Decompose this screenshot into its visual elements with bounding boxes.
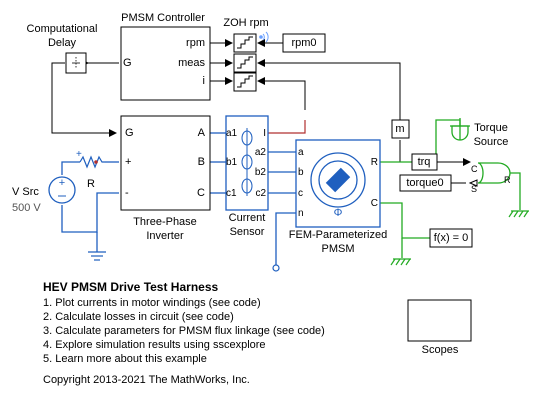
current-sensor-icons	[241, 128, 253, 196]
vsrc-value: 500 V	[12, 202, 41, 214]
motor-icon	[310, 152, 366, 208]
svg-text:+: +	[59, 177, 65, 189]
neutral-port-icon	[272, 264, 280, 272]
torque-source-title-2: Source	[473, 136, 509, 148]
m-from-tag[interactable]	[391, 119, 410, 139]
resistor[interactable]: +	[76, 149, 105, 169]
harness-title: HEV PMSM Drive Test Harness	[43, 280, 219, 294]
pmsm-port-r: R	[370, 157, 378, 168]
pmsm-controller-block[interactable]	[120, 26, 211, 101]
torque-port-r: R	[504, 175, 511, 185]
inverter-port-minus: -	[125, 187, 129, 199]
sensor-port-i: I	[263, 128, 266, 139]
svg-text:+: +	[76, 149, 82, 160]
harness-link-1[interactable]: 1. Plot currents in motor windings (see …	[43, 297, 261, 309]
torque-port-s: S	[471, 184, 478, 194]
controller-port-meas: meas	[178, 57, 205, 69]
vsrc-name: V Src	[12, 186, 39, 198]
sensor-port-c2: c2	[255, 188, 266, 199]
harness-link-2[interactable]: 2. Calculate losses in circuit (see code…	[43, 311, 234, 323]
delay-title-1: Computational	[26, 23, 98, 35]
controller-port-g: G	[123, 57, 132, 69]
sensor-port-b2: b2	[254, 167, 266, 178]
solver-config-label: f(x) = 0	[433, 232, 469, 244]
solver-config-block[interactable]	[429, 228, 473, 248]
inverter-port-c: C	[197, 187, 205, 199]
pmsm-port-b: b	[298, 167, 304, 178]
resistor-label: R	[87, 178, 95, 190]
sensor-port-a1: a1	[226, 128, 238, 139]
mech-reference-top	[450, 118, 470, 141]
torque0-tag[interactable]	[399, 174, 452, 192]
sensor-current-line	[268, 120, 306, 134]
controller-port-rpm: rpm	[186, 37, 205, 49]
harness-link-4[interactable]: 4. Explore simulation results using ssce…	[43, 339, 266, 351]
sensor-title-1: Current	[228, 212, 266, 224]
copyright-text: Copyright 2013-2021 The MathWorks, Inc.	[43, 374, 250, 386]
scopes-label: Scopes	[421, 344, 459, 356]
inverter-title-2: Inverter	[146, 230, 184, 242]
delay-icon	[72, 57, 80, 69]
electrical-ground-icon	[88, 251, 106, 261]
controller-title: PMSM Controller	[121, 12, 205, 24]
torque-source-title-1: Torque	[474, 122, 508, 134]
pmsm-port-c-mech: C	[370, 198, 378, 209]
pmsm-port-c: c	[298, 188, 303, 199]
zoh-title: ZOH rpm	[223, 17, 269, 29]
pmsm-title-2: PMSM	[321, 243, 355, 255]
rpm0-label: rpm0	[291, 37, 317, 49]
rpm0-goto-tag[interactable]	[282, 33, 326, 53]
sensor-port-b1: b1	[226, 157, 238, 168]
inverter-port-g: G	[125, 127, 134, 139]
m-tag-label: m	[395, 123, 405, 135]
dc-voltage-source[interactable]: +	[48, 176, 76, 204]
inverter-port-b: B	[197, 156, 205, 168]
torque-source-block[interactable]	[468, 162, 511, 187]
mechanical-lines	[380, 119, 521, 258]
trq-tag[interactable]	[411, 153, 438, 171]
inverter-port-a: A	[197, 127, 205, 139]
harness-link-5[interactable]: 5. Learn more about this example	[43, 353, 207, 365]
pmsm-port-n: n	[298, 208, 304, 219]
wireless-icon	[259, 31, 269, 43]
electrical-lines	[61, 132, 296, 266]
zoh-blocks[interactable]	[233, 33, 257, 92]
trq-tag-label: trq	[417, 156, 431, 168]
sensor-title-2: Sensor	[229, 226, 265, 238]
pmsm-phi-label: Φ	[333, 207, 343, 219]
signal-lines	[51, 39, 471, 184]
sensor-port-a2: a2	[254, 147, 266, 158]
three-phase-inverter-block[interactable]	[120, 115, 211, 211]
controller-port-i: i	[202, 75, 205, 87]
torque-port-c: C	[471, 164, 478, 174]
sensor-port-c1: c1	[226, 188, 237, 199]
pmsm-title-1: FEM-Parameterized	[288, 229, 388, 241]
inverter-port-plus: +	[125, 156, 132, 168]
inverter-title-1: Three-Phase	[133, 216, 197, 228]
scopes-subsystem[interactable]	[407, 299, 472, 342]
harness-link-3[interactable]: 3. Calculate parameters for PMSM flux li…	[43, 325, 325, 337]
delay-title-2: Delay	[47, 37, 77, 49]
mech-ground-icon	[390, 210, 529, 266]
pmsm-port-a: a	[298, 147, 304, 158]
torque0-tag-label: torque0	[406, 177, 444, 189]
